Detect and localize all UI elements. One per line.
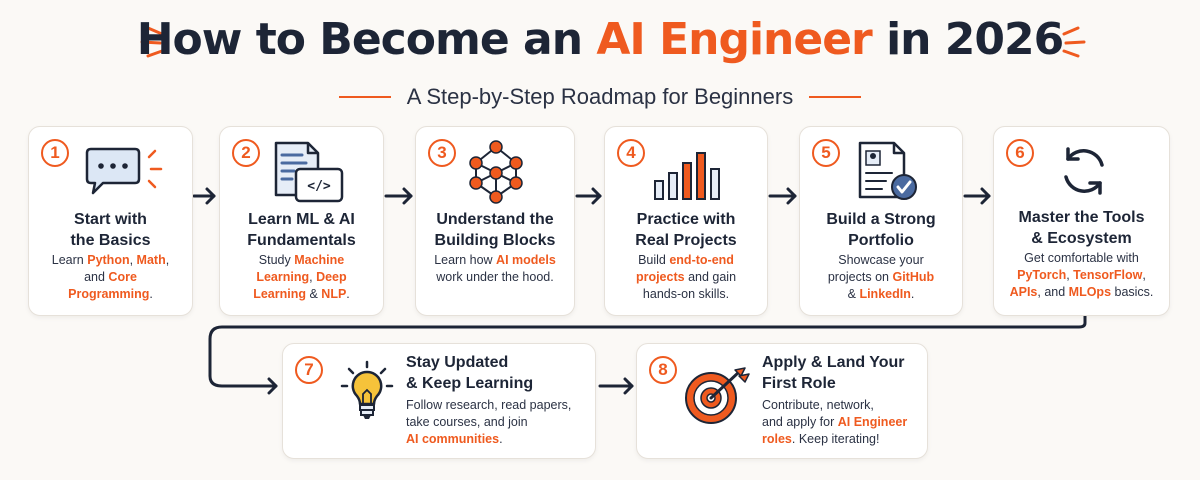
subtitle-right-line bbox=[809, 96, 862, 98]
code-document-icon: </> bbox=[274, 141, 344, 203]
step-card-6: 6 Master the Tools& Ecosystem Get comfor… bbox=[993, 126, 1170, 316]
step-description: Get comfortable with PyTorch, TensorFlow… bbox=[1009, 251, 1154, 299]
subtitle-left-line bbox=[338, 96, 391, 98]
neural-network-icon bbox=[469, 140, 523, 204]
step-description: Contribute, network, and apply for AI En… bbox=[762, 398, 908, 446]
target-icon bbox=[685, 367, 750, 424]
left-sparkle-icon bbox=[140, 26, 164, 58]
arrow-2-to-3 bbox=[384, 187, 413, 205]
step-card-7: 7 Stay Updated& Keep Learning Follow res… bbox=[282, 343, 596, 459]
svg-text:</>: </> bbox=[307, 179, 331, 194]
step-number-badge: 4 bbox=[617, 139, 645, 167]
page-title: How to Become an AI Engineer in 2026 bbox=[136, 14, 1065, 65]
step-title: Stay Updated& Keep Learning bbox=[406, 354, 534, 392]
step-number-badge: 3 bbox=[428, 139, 456, 167]
step-description: Learn how AI models work under the hood. bbox=[434, 253, 556, 284]
page-subtitle: A Step-by-Step Roadmap for Beginners bbox=[406, 84, 794, 109]
connector-6-to-7 bbox=[208, 314, 1087, 388]
step-description: Learn Python, Math, and Core Programming… bbox=[51, 253, 170, 301]
step-number-badge: 6 bbox=[1006, 139, 1034, 167]
arrow-4-to-5 bbox=[768, 187, 797, 205]
arrow-1-to-2 bbox=[192, 187, 216, 205]
step-number-badge: 1 bbox=[41, 139, 69, 167]
step-number-badge: 7 bbox=[295, 356, 323, 384]
step-description: Showcase your projects on GitHub & Linke… bbox=[827, 253, 935, 301]
step-description: Build end-to-end projects and gain hands… bbox=[635, 253, 737, 301]
step-number-badge: 2 bbox=[232, 139, 260, 167]
step-description: Study Machine Learning, Deep Learning & … bbox=[253, 253, 350, 301]
step-description: Follow research, read papers, take cours… bbox=[406, 398, 572, 446]
step-number-badge: 5 bbox=[812, 139, 840, 167]
right-sparkle-icon bbox=[1062, 26, 1086, 58]
refresh-cycle-icon bbox=[1064, 147, 1104, 195]
step-number-badge: 8 bbox=[649, 356, 677, 384]
chat-bubble-icon bbox=[85, 147, 163, 195]
arrow-3-to-4 bbox=[575, 187, 602, 205]
portfolio-document-icon bbox=[858, 141, 917, 200]
bar-chart-icon bbox=[654, 152, 720, 200]
arrow-7-to-8 bbox=[598, 377, 634, 395]
step-title: Master the Tools& Ecosystem bbox=[1018, 209, 1145, 247]
lightbulb-icon bbox=[340, 360, 394, 419]
subtitle-row: A Step-by-Step Roadmap for Beginners bbox=[0, 84, 1200, 110]
arrow-5-to-6 bbox=[963, 187, 991, 205]
